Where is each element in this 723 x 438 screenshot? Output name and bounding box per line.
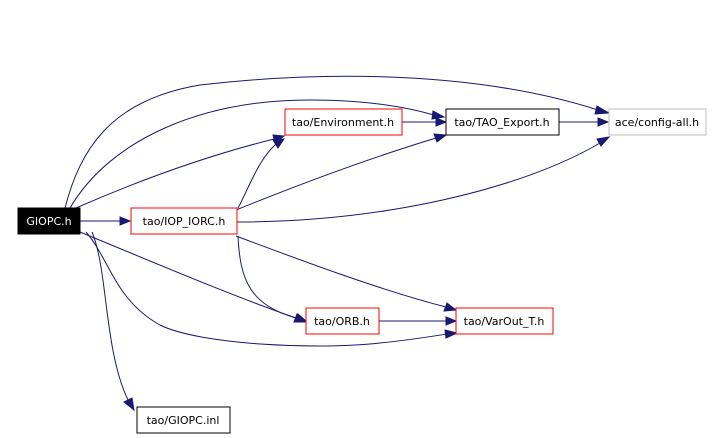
edge-giopc-to-environment xyxy=(75,138,275,209)
arrowhead xyxy=(294,313,308,323)
node-varout-t-h[interactable]: tao/VarOut_T.h xyxy=(455,307,554,335)
edge-iop-iorc-to-environment xyxy=(237,143,277,209)
arrowhead xyxy=(123,397,135,412)
arrowhead xyxy=(596,136,611,147)
node-label: tao/GIOPC.inl xyxy=(147,414,220,427)
arrowhead xyxy=(433,133,448,143)
arrowhead xyxy=(435,117,448,127)
node-giopc-inl[interactable]: tao/GIOPC.inl xyxy=(136,406,231,434)
arrowhead xyxy=(597,117,610,127)
edge-giopc-to-tao-export xyxy=(69,99,435,209)
arrowhead xyxy=(445,316,458,326)
node-tao-export-h[interactable]: tao/TAO_Export.h xyxy=(445,108,560,136)
node-iop-iorc-h[interactable]: tao/IOP_IORC.h xyxy=(130,207,238,235)
arrowhead xyxy=(594,105,611,115)
arrowhead xyxy=(272,138,285,149)
node-orb-h[interactable]: tao/ORB.h xyxy=(305,307,380,335)
node-label: tao/VarOut_T.h xyxy=(464,315,545,328)
edges xyxy=(64,75,611,412)
node-label: tao/IOP_IORC.h xyxy=(143,215,226,228)
edge-iop-iorc-to-config-all xyxy=(236,142,601,223)
arrowhead xyxy=(119,216,132,226)
arrowhead xyxy=(431,110,446,120)
edge-giopc-to-orb xyxy=(79,231,297,319)
node-label: tao/Environment.h xyxy=(292,116,394,129)
node-label: tao/TAO_Export.h xyxy=(454,116,549,129)
edge-giopc-to-config-all xyxy=(64,75,599,209)
edge-iop-iorc-to-varout xyxy=(235,235,447,308)
node-config-all-h[interactable]: ace/config-all.h xyxy=(608,108,707,136)
edge-giopc-to-varout xyxy=(85,231,448,347)
node-giopc-h[interactable]: GIOPC.h xyxy=(17,207,81,235)
edge-giopc-to-giopc-inl xyxy=(91,231,129,401)
node-label: GIOPC.h xyxy=(26,215,71,228)
edge-iop-iorc-to-orb xyxy=(237,235,297,319)
arrowhead xyxy=(444,329,459,339)
edge-iop-iorc-to-tao-export xyxy=(235,137,437,211)
node-label: ace/config-all.h xyxy=(615,116,699,129)
arrowhead xyxy=(443,302,458,312)
node-label: tao/ORB.h xyxy=(314,315,370,328)
node-environment-h[interactable]: tao/Environment.h xyxy=(284,108,403,136)
